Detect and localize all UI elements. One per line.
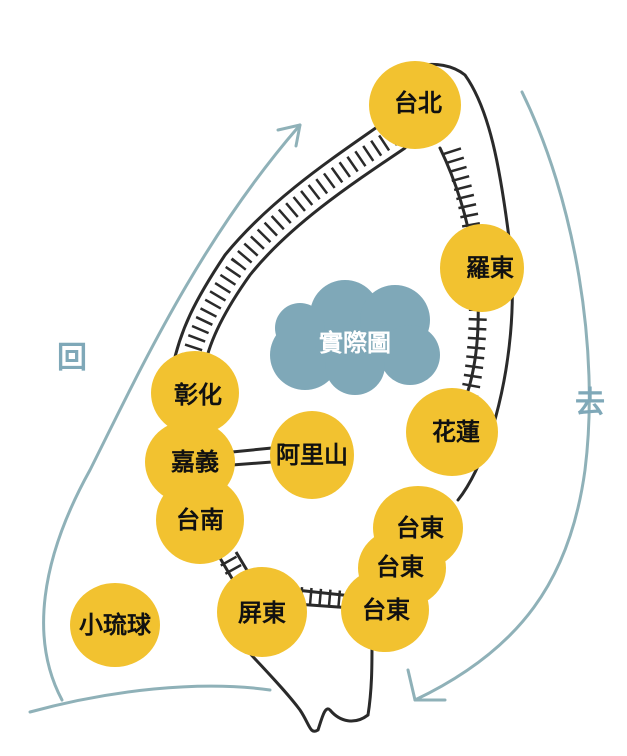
return-arrow — [28, 123, 302, 714]
stop-pingtung: 屏東 — [238, 599, 286, 627]
stop-tainan: 台南 — [176, 506, 224, 534]
stop-taipei: 台北 — [394, 89, 442, 117]
stop-taitung-2: 台東 — [376, 553, 424, 581]
stop-alishan: 阿里山 — [276, 441, 348, 469]
stop-chiayi: 嘉義 — [171, 448, 219, 476]
stop-taitung-3: 台東 — [362, 596, 410, 624]
stop-xiaoliuqiu: 小琉球 — [79, 611, 152, 639]
stop-changhua: 彰化 — [174, 381, 222, 409]
cloud — [270, 280, 440, 395]
stop-hualien: 花蓮 — [432, 418, 480, 446]
return-label: 回 — [57, 341, 87, 376]
go-label: 去 — [575, 386, 605, 421]
stop-luodong: 羅東 — [466, 254, 514, 282]
stop-taitung-1: 台東 — [396, 514, 444, 542]
cloud-label: 實際圖 — [319, 329, 391, 357]
go-arrow — [406, 90, 591, 702]
stop-blobs — [70, 61, 524, 667]
